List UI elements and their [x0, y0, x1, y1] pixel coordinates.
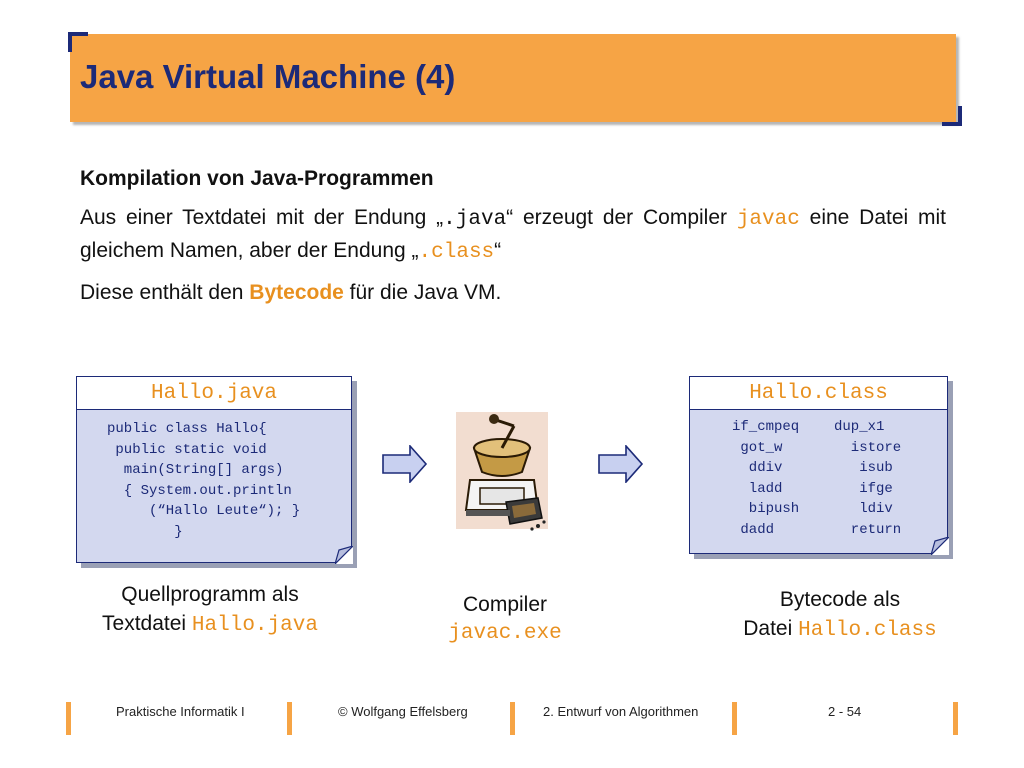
footer-chapter: 2. Entwurf von Algorithmen: [543, 704, 699, 719]
title-bar: [70, 34, 956, 122]
bytecode-filename: Hallo.class: [690, 377, 947, 410]
footer-divider: [287, 702, 292, 735]
source-filename: Hallo.java: [77, 377, 351, 410]
paragraph-bytecode: Diese enthält den Bytecode für die Java …: [80, 277, 501, 308]
caption-bytecode-line2: Datei Hallo.class: [690, 614, 990, 645]
source-code: public class Hallo{ public static void m…: [107, 421, 301, 540]
caption-compiler-exe: javac.exe: [448, 622, 562, 645]
footer-divider: [510, 702, 515, 735]
coffee-grinder-icon: [456, 412, 548, 531]
paragraph-compilation: Aus einer Textdatei mit der Endung „.jav…: [80, 202, 946, 268]
text: Datei: [743, 617, 799, 640]
footer-author: © Wolfgang Effelsberg: [338, 704, 468, 719]
arrow-right-icon: [382, 445, 428, 483]
code-java-ext: .java: [443, 208, 507, 231]
caption-source-line2: Textdatei Hallo.java: [60, 609, 360, 640]
section-heading: Kompilation von Java-Programmen: [80, 167, 434, 190]
bytecode-file-card: Hallo.class if_cmpeq got_w ddiv ladd bip…: [689, 376, 949, 555]
footer-divider: [953, 702, 958, 735]
footer-page-number: 2 - 54: [828, 704, 862, 719]
text: Aus einer Textdatei mit der Endung „: [80, 206, 444, 229]
corner-bracket-bottom-right: [942, 106, 962, 126]
caption-bytecode: Bytecode als Datei Hallo.class: [690, 585, 990, 645]
text: Diese enthält den: [80, 281, 250, 304]
text: eine Datei mit gleichem Namen, aber der …: [80, 206, 946, 262]
caption-source-line1: Quellprogramm als: [121, 583, 299, 606]
arrow-right-icon: [598, 445, 644, 483]
slide-title: Java Virtual Machine (4): [80, 58, 456, 95]
footer-course: Praktische Informatik I: [116, 704, 245, 719]
code-class-ext: .class: [418, 241, 495, 264]
code-javac: javac: [736, 208, 800, 231]
keyword-bytecode: Bytecode: [249, 281, 344, 304]
text: Textdatei: [102, 612, 192, 635]
caption-bytecode-line1: Bytecode als: [779, 588, 901, 611]
page-fold-icon: [931, 537, 949, 555]
page-fold-icon: [335, 546, 353, 564]
caption-compiler-line1: Compiler: [462, 593, 548, 616]
text: für die Java VM.: [343, 281, 502, 304]
code-filename: Hallo.java: [191, 614, 318, 637]
bytecode-column-2: dup_x1 istore isub ifge ldiv return: [834, 419, 902, 538]
source-file-card: Hallo.java public class Hallo{ public st…: [76, 376, 353, 564]
caption-compiler: Compiler javac.exe: [410, 590, 600, 648]
text: “ erzeugt der Compiler: [506, 206, 737, 229]
bytecode-column-1: if_cmpeq got_w ddiv ladd bipush dadd: [732, 419, 800, 538]
footer-divider: [732, 702, 737, 735]
code-filename: Hallo.class: [798, 619, 937, 642]
text: “: [494, 239, 502, 262]
corner-bracket-top-left: [68, 32, 88, 52]
footer-divider: [66, 702, 71, 735]
caption-source: Quellprogramm als Textdatei Hallo.java: [60, 580, 360, 640]
